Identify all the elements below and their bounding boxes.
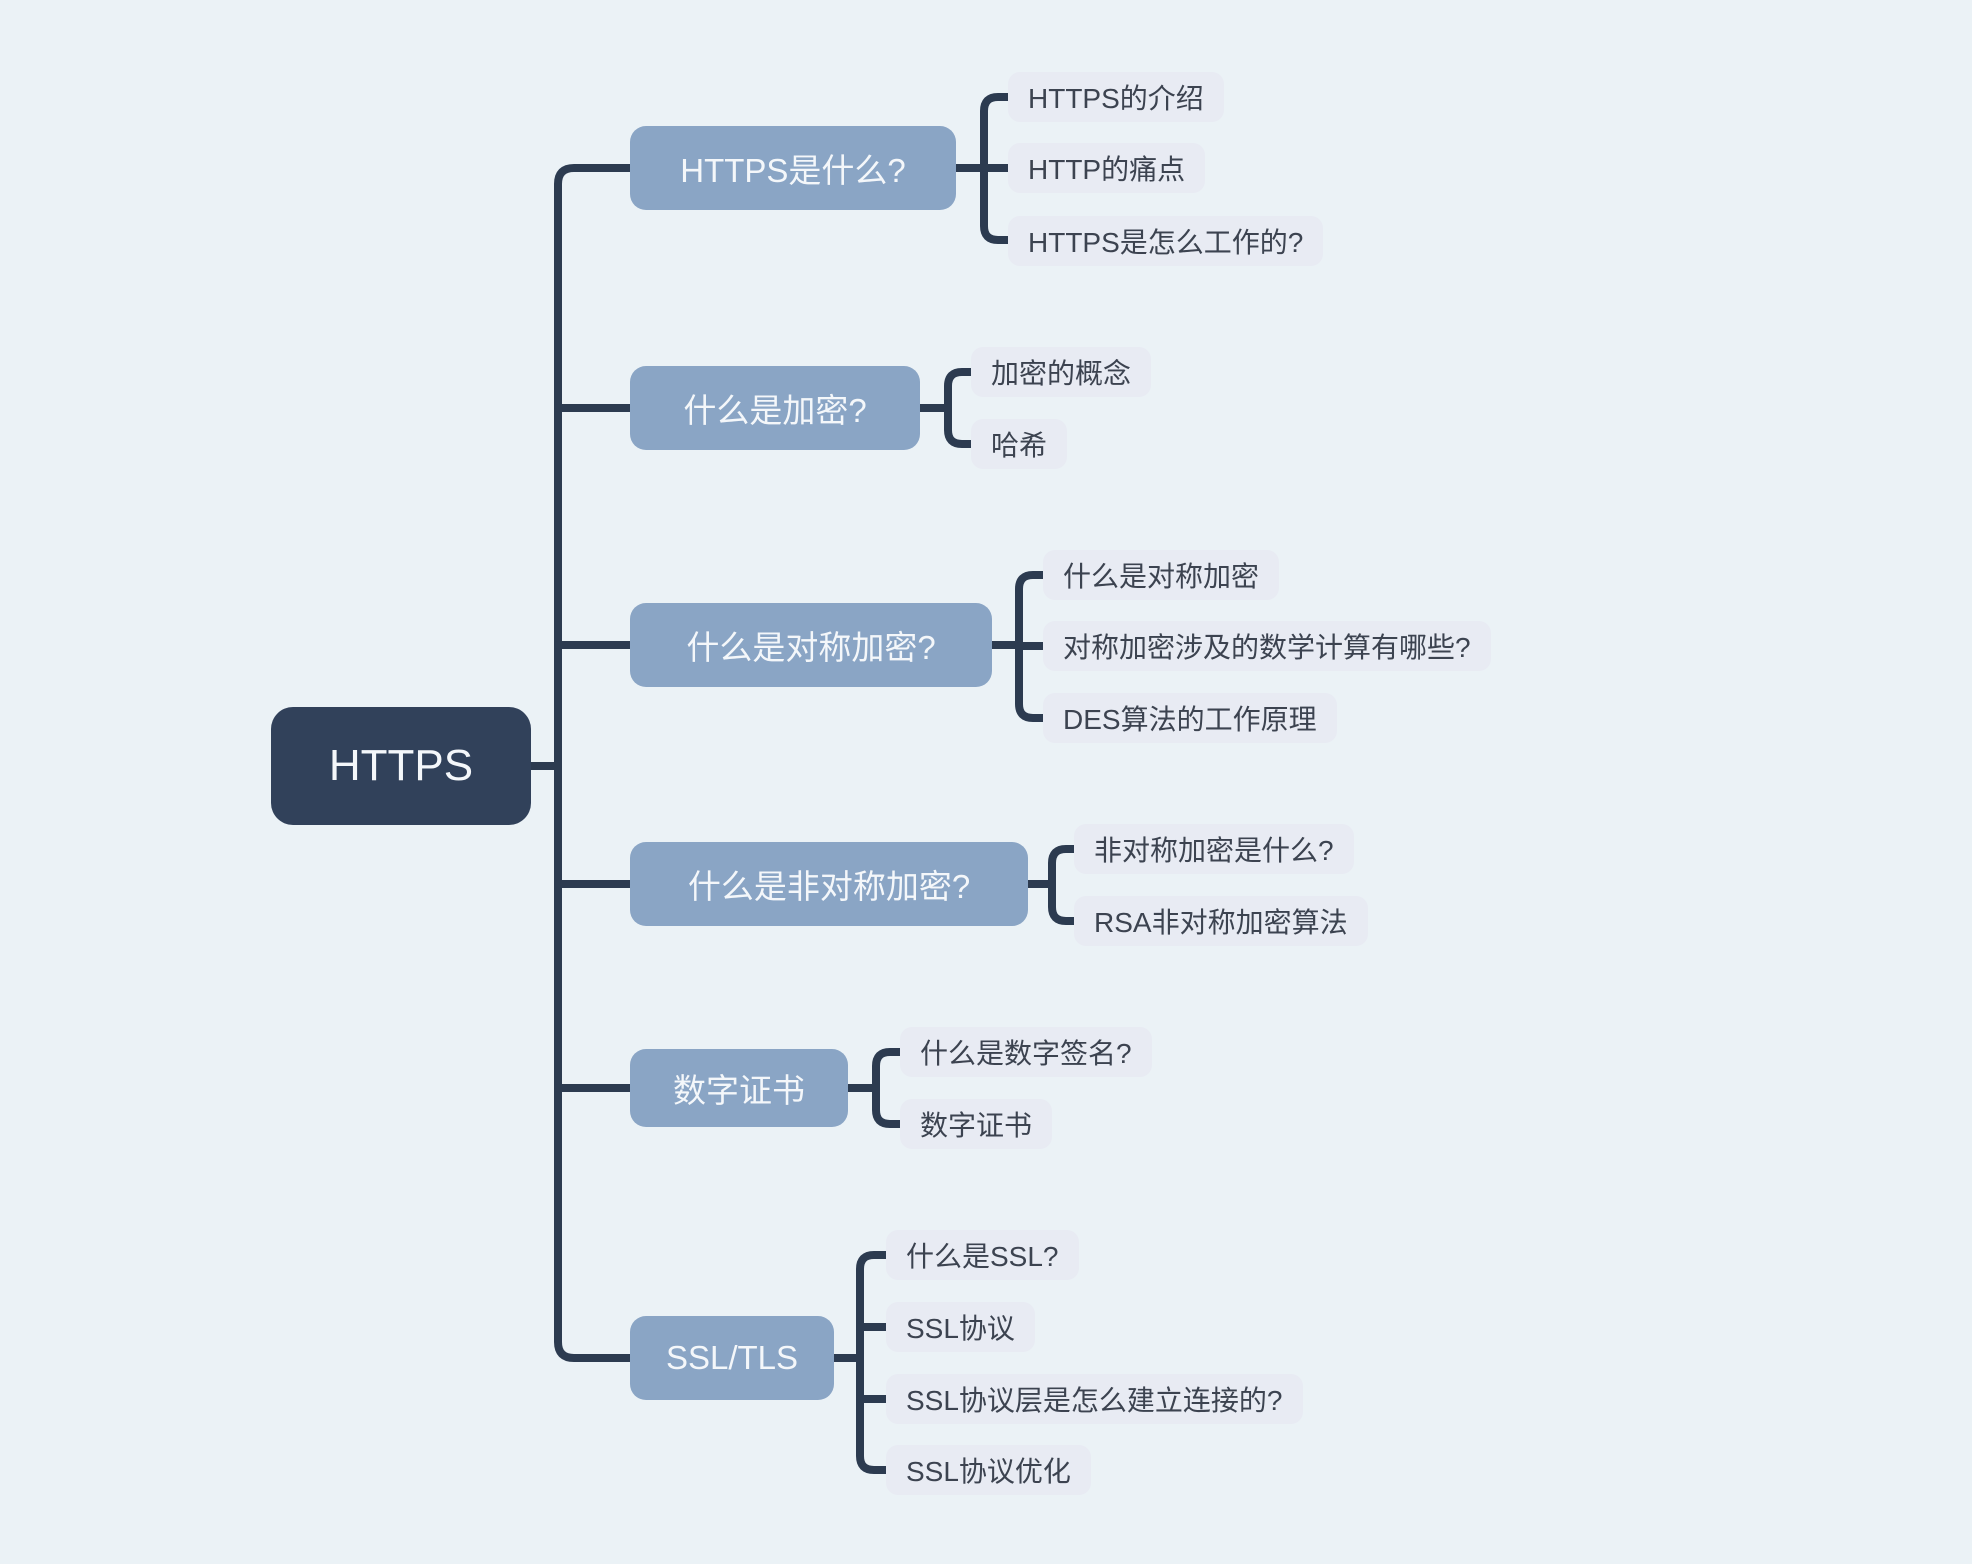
child-node-1-3[interactable]: HTTPS是怎么工作的? [1008,216,1324,266]
branch-node-4[interactable]: 什么是非对称加密? [630,842,1028,926]
root-node-https[interactable]: HTTPS [271,707,531,825]
branch-5-child-trunk [872,1048,904,1128]
branch-node-1[interactable]: HTTPS是什么? [630,126,956,210]
branch-node-5[interactable]: 数字证书 [630,1049,848,1127]
child-node-6-4[interactable]: SSL协议优化 [886,1445,1091,1495]
child-node-6-3[interactable]: SSL协议层是怎么建立连接的? [886,1374,1303,1424]
branch-node-6[interactable]: SSL/TLS [630,1316,834,1400]
branch-6-child-trunk [856,1251,890,1474]
child-node-1-1[interactable]: HTTPS的介绍 [1008,72,1224,122]
child-node-5-1[interactable]: 什么是数字签名? [900,1027,1152,1077]
branch-node-3[interactable]: 什么是对称加密? [630,603,992,687]
child-node-5-2[interactable]: 数字证书 [900,1099,1053,1149]
child-node-4-1[interactable]: 非对称加密是什么? [1074,824,1354,874]
child-node-2-1[interactable]: 加密的概念 [971,347,1152,397]
child-node-2-2[interactable]: 哈希 [971,419,1068,469]
main-trunk [554,164,634,1362]
child-node-6-1[interactable]: 什么是SSL? [886,1230,1079,1280]
child-node-6-2[interactable]: SSL协议 [886,1302,1035,1352]
child-node-3-1[interactable]: 什么是对称加密 [1043,550,1280,600]
child-node-1-2[interactable]: HTTP的痛点 [1008,143,1206,193]
branch-2-child-trunk [944,368,975,448]
child-node-4-2[interactable]: RSA非对称加密算法 [1074,896,1368,946]
branch-4-child-trunk [1048,845,1078,925]
child-node-3-3[interactable]: DES算法的工作原理 [1043,693,1337,743]
child-node-3-2[interactable]: 对称加密涉及的数学计算有哪些? [1043,621,1491,671]
branch-node-2[interactable]: 什么是加密? [630,366,920,450]
